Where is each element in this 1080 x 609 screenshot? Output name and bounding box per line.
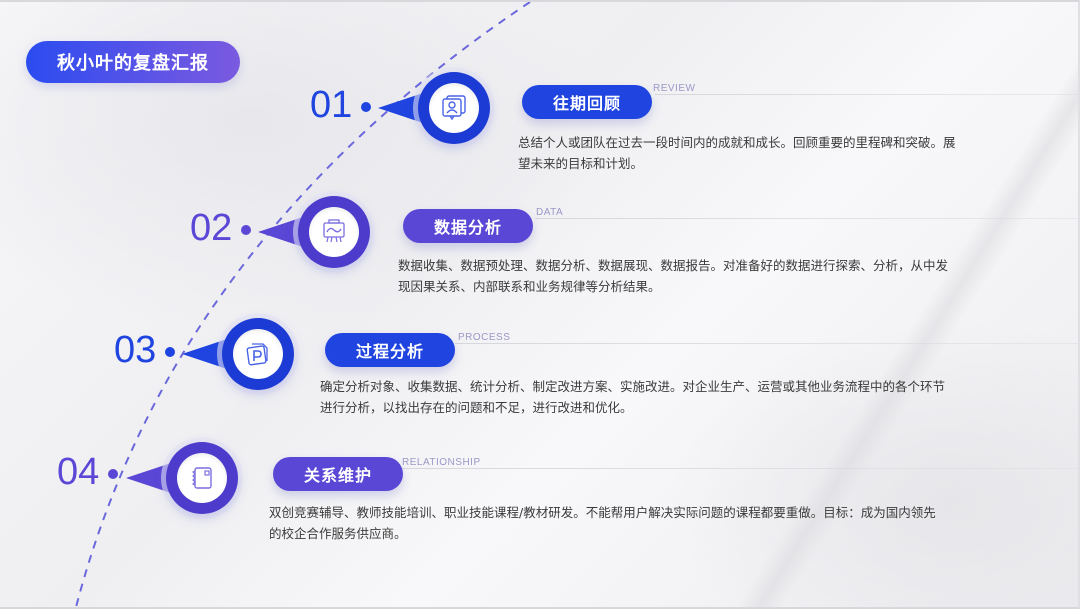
- item-number: 02: [190, 207, 233, 249]
- item-number: 04: [57, 451, 100, 493]
- item-description: 总结个人或团队在过去一段时间内的成就和成长。回顾重要的里程碑和突破。展 望未来的…: [518, 132, 998, 174]
- notebook-icon: [191, 467, 212, 489]
- description-line: 进行分析，以找出存在的问题和不足，进行改进和优化。: [320, 400, 633, 415]
- english-label: PROCESS: [458, 332, 511, 343]
- description-line: 数据收集、数据预处理、数据分析、数据展现、数据报告。对准备好的数据进行探索、分析…: [398, 258, 949, 273]
- description-line: 现因果关系、内部联系和业务规律等分析结果。: [398, 279, 661, 294]
- english-label: REVIEW: [653, 83, 696, 94]
- pin-marker: [370, 68, 490, 148]
- timeline-dot: [241, 225, 251, 235]
- folder-p-icon: [246, 343, 268, 366]
- pin-marker: [250, 192, 370, 272]
- item-number: 03: [114, 329, 157, 371]
- item-description: 双创竞赛辅导、教师技能培训、职业技能课程/教材研发。不能帮用户解决实际问题的课程…: [269, 502, 1009, 544]
- timeline-dot: [165, 347, 175, 357]
- description-line: 总结个人或团队在过去一段时间内的成就和成长。回顾重要的里程碑和突破。展: [518, 135, 956, 150]
- pin-marker: [174, 314, 294, 394]
- description-line: 双创竞赛辅导、教师技能培训、职业技能课程/教材研发。不能帮用户解决实际问题的课程…: [269, 505, 936, 520]
- english-label: DATA: [536, 207, 564, 218]
- item-description: 确定分析对象、收集数据、统计分析、制定改进方案、实施改进。对企业生产、运营或其他…: [320, 376, 1020, 418]
- timeline-dot: [361, 102, 371, 112]
- divider-line: [655, 94, 1078, 95]
- item-description: 数据收集、数据预处理、数据分析、数据展现、数据报告。对准备好的数据进行探索、分析…: [398, 255, 1008, 297]
- english-label: RELATIONSHIP: [402, 457, 481, 468]
- description-line: 的校企合作服务供应商。: [269, 526, 407, 541]
- page-title: 秋小叶的复盘汇报: [26, 41, 240, 83]
- divider-line: [535, 218, 1078, 219]
- section-pill-process[interactable]: 过程分析: [325, 333, 455, 367]
- section-pill-review[interactable]: 往期回顾: [522, 85, 652, 119]
- section-pill-data[interactable]: 数据分析: [403, 209, 533, 243]
- description-line: 确定分析对象、收集数据、统计分析、制定改进方案、实施改进。对企业生产、运营或其他…: [320, 379, 946, 394]
- timeline-dot: [108, 469, 118, 479]
- pin-marker: [118, 438, 238, 518]
- item-number: 01: [310, 84, 353, 126]
- section-pill-relationship[interactable]: 关系维护: [273, 457, 403, 491]
- profile-card-icon: [442, 95, 466, 121]
- data-board-icon: [323, 219, 345, 243]
- divider-line: [455, 343, 1078, 344]
- description-line: 望未来的目标和计划。: [518, 156, 644, 171]
- divider-line: [400, 468, 1078, 469]
